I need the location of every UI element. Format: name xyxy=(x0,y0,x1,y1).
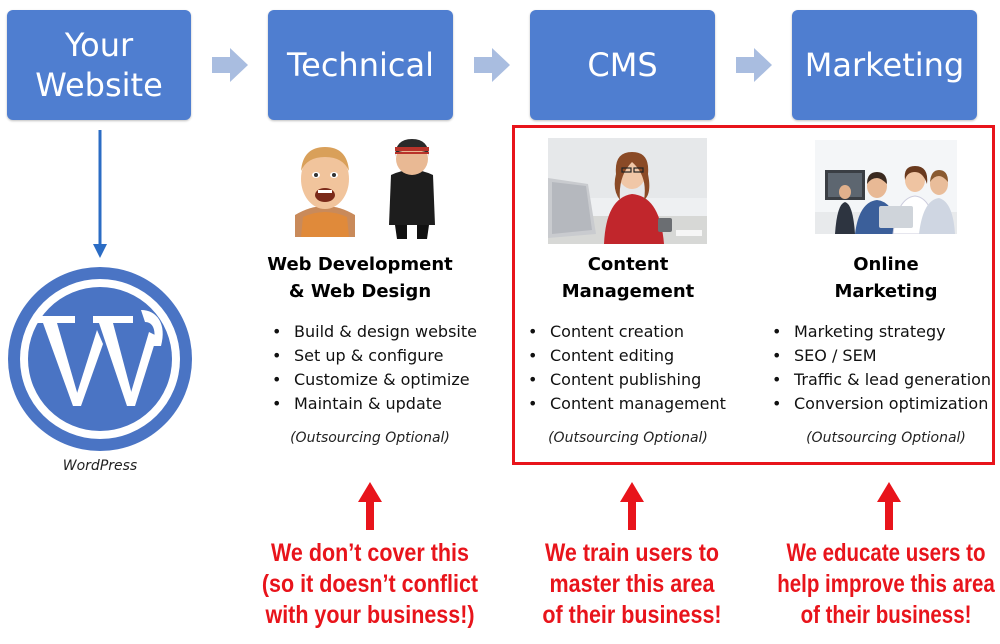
stage-your-website-line1: Your xyxy=(64,26,134,64)
flow-arrow-2 xyxy=(474,48,510,82)
callout-marketing: We educate users to help improve this ar… xyxy=(763,538,1000,631)
up-arrow-cms xyxy=(620,482,644,530)
online-marketing-list: Marketing strategy SEO / SEM Traffic & l… xyxy=(770,320,991,416)
wordpress-logo-icon xyxy=(8,267,192,451)
content-management-list: Content creation Content editing Content… xyxy=(526,320,726,416)
heading-content-management: Content Management xyxy=(528,251,728,305)
callout-cms-line3: of their business! xyxy=(542,601,722,629)
list-item: Customize & optimize xyxy=(270,368,477,392)
stage-technical-label: Technical xyxy=(287,46,434,84)
online-marketing-optional-note: (Outsourcing Optional) xyxy=(806,430,966,446)
web-development-optional-note: (Outsourcing Optional) xyxy=(290,430,450,446)
highlight-frame-cms-marketing xyxy=(512,125,995,465)
list-item: Content editing xyxy=(526,344,726,368)
stage-your-website: Your Website xyxy=(7,10,191,120)
content-manager-photo xyxy=(548,138,707,244)
developer-photo-smiling xyxy=(285,135,365,237)
list-item: Marketing strategy xyxy=(770,320,991,344)
callout-technical-line3: with your business!) xyxy=(265,601,475,629)
stage-cms: CMS xyxy=(530,10,715,120)
flow-arrow-3 xyxy=(736,48,772,82)
heading-online-marketing-line1: Online xyxy=(853,254,919,275)
list-item: Set up & configure xyxy=(270,344,477,368)
callout-marketing-line1: We educate users to xyxy=(786,539,986,567)
callout-marketing-line2: help improve this area xyxy=(777,570,995,598)
up-arrow-technical xyxy=(358,482,382,530)
list-item: Content management xyxy=(526,392,726,416)
heading-content-management-line2: Management xyxy=(561,281,695,302)
list-item: Content publishing xyxy=(526,368,726,392)
heading-online-marketing: Online Marketing xyxy=(786,251,986,305)
heading-web-development: Web Development & Web Design xyxy=(255,251,465,305)
heading-web-development-line2: & Web Design xyxy=(288,281,432,302)
stage-cms-label: CMS xyxy=(587,46,658,84)
list-item: Maintain & update xyxy=(270,392,477,416)
stage-technical: Technical xyxy=(268,10,453,120)
wordpress-caption: WordPress xyxy=(62,458,138,474)
callout-cms-line1: We train users to xyxy=(544,539,720,567)
flow-arrow-1 xyxy=(212,48,248,82)
callout-cms-line2: master this area xyxy=(549,570,715,598)
list-item: Build & design website xyxy=(270,320,477,344)
list-item: Traffic & lead generation xyxy=(770,368,991,392)
list-item: SEO / SEM xyxy=(770,344,991,368)
heading-content-management-line1: Content xyxy=(587,254,669,275)
callout-technical: We don’t cover this (so it doesn’t confl… xyxy=(250,538,491,631)
stage-marketing: Marketing xyxy=(792,10,977,120)
marketing-team-photo xyxy=(815,140,957,234)
callout-marketing-line3: of their business! xyxy=(800,601,972,629)
list-item: Content creation xyxy=(526,320,726,344)
callout-technical-line2: (so it doesn’t conflict xyxy=(261,570,479,598)
content-management-optional-note: (Outsourcing Optional) xyxy=(548,430,708,446)
web-development-list: Build & design website Set up & configur… xyxy=(270,320,477,416)
callout-technical-line1: We don’t cover this xyxy=(271,539,469,567)
stage-marketing-label: Marketing xyxy=(804,46,965,84)
heading-web-development-line1: Web Development xyxy=(267,254,453,275)
heading-online-marketing-line2: Marketing xyxy=(834,281,938,302)
developer-photo-beanie xyxy=(383,135,441,243)
up-arrow-marketing xyxy=(877,482,901,530)
down-arrow-to-wordpress xyxy=(93,130,107,258)
callout-cms: We train users to master this area of th… xyxy=(518,538,745,631)
stage-your-website-line2: Website xyxy=(35,66,163,104)
list-item: Conversion optimization xyxy=(770,392,991,416)
